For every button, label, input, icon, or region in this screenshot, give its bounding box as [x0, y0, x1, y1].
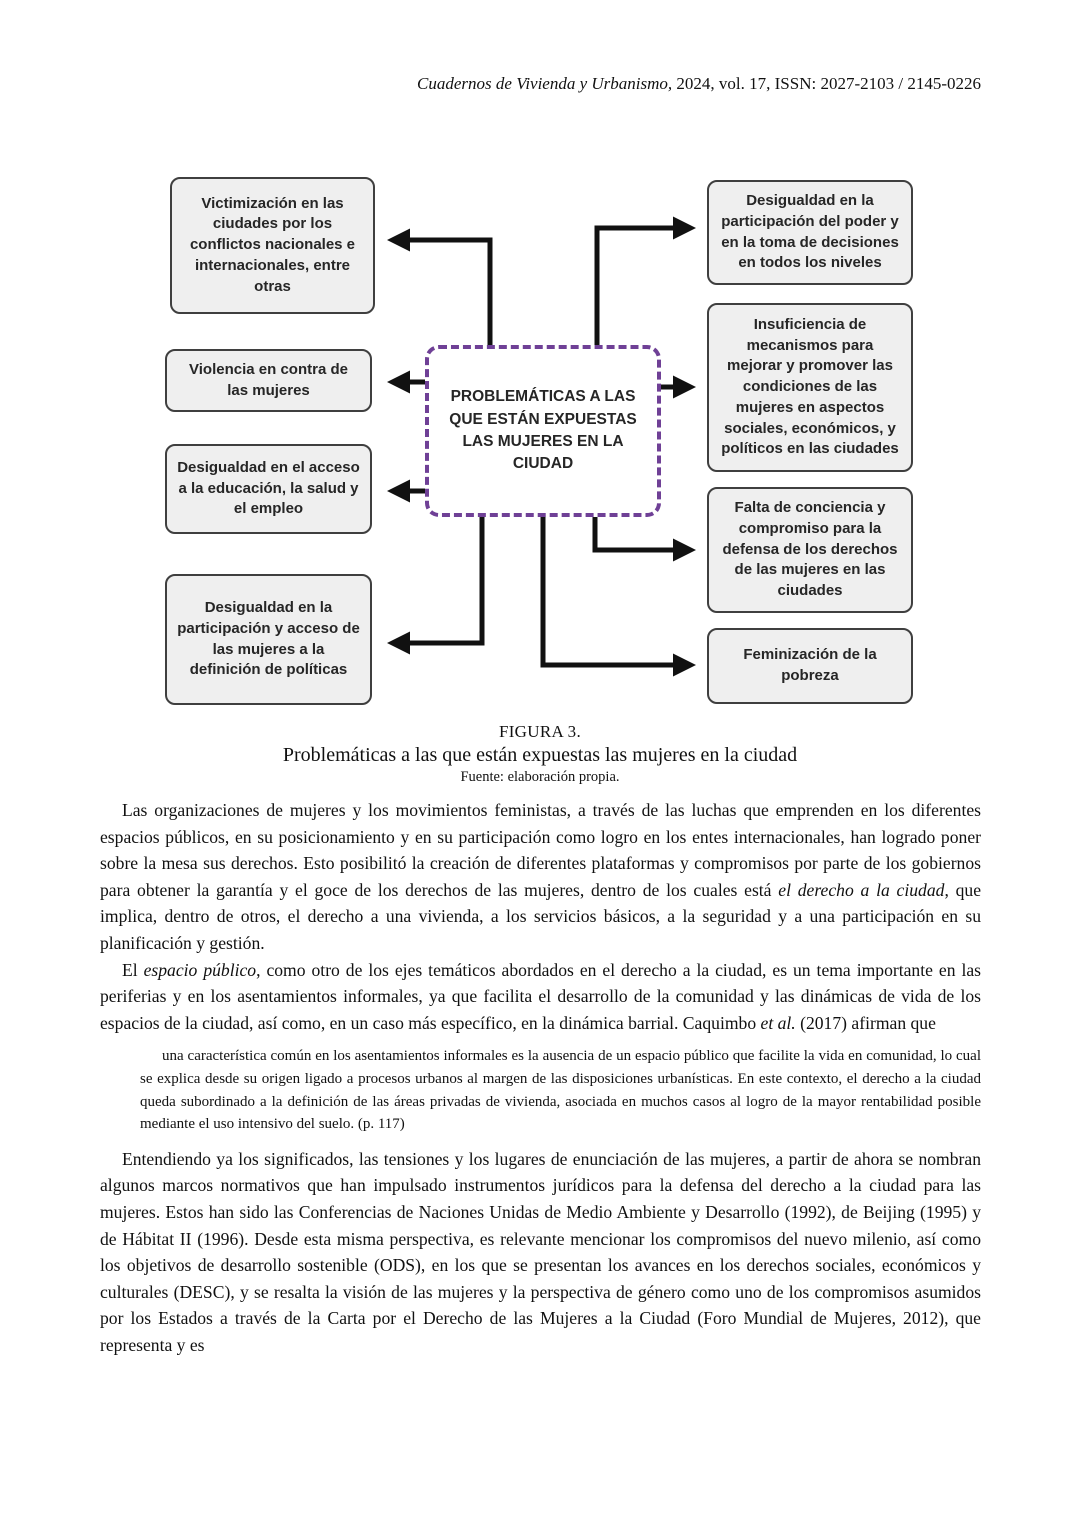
- arrow-center-to-falta-conciencia: [592, 516, 697, 562]
- arrow-center-to-feminizacion: [540, 516, 697, 677]
- diagram-box-label: Desigualdad en la participación y acceso…: [177, 599, 360, 679]
- diagram-center-box: PROBLEMÁTICAS A LAS QUE ESTÁN EXPUESTAS …: [425, 345, 661, 517]
- journal-header: Cuadernos de Vivienda y Urbanismo, 2024,…: [417, 74, 981, 94]
- diagram-box-label: Insuficiencia de mecanismos para mejorar…: [721, 316, 899, 458]
- paragraph-3: Entendiendo ya los significados, las ten…: [100, 1148, 981, 1355]
- diagram-box-label: Violencia en contra de las mujeres: [189, 360, 348, 399]
- paragraph-2-text-3: (2017) afirman que: [795, 1012, 936, 1033]
- diagram-box-label: Falta de conciencia y compromiso para la…: [722, 499, 898, 600]
- paragraph-1: Las organizaciones de mujeres y los movi…: [100, 797, 981, 957]
- diagram-box-participacion-poder: Desigualdad en la participación del pode…: [707, 180, 913, 285]
- article-body: Las organizaciones de mujeres y los movi…: [100, 797, 981, 1358]
- diagram-box-label: Desigualdad en el acceso a la educación,…: [177, 458, 360, 518]
- paragraph-1-italic: el derecho a la ciudad: [778, 879, 945, 900]
- diagram-box-label: Victimización en las ciudades por los co…: [189, 194, 356, 295]
- paragraph-2-text-2: , como otro de los ejes temáticos aborda…: [100, 959, 981, 1033]
- paragraph-2: El espacio público, como otro de los eje…: [100, 957, 981, 1037]
- diagram-box-label: Feminización de la pobreza: [743, 646, 877, 684]
- diagram-box-victimizacion: Victimización en las ciudades por los co…: [170, 177, 375, 314]
- arrow-center-to-poder: [594, 216, 697, 347]
- figure-caption: FIGURA 3. Problemáticas a las que están …: [0, 722, 1080, 786]
- paragraph-1-text: Las organizaciones de mujeres y los movi…: [100, 800, 981, 900]
- diagram-box-acceso-educacion: Desigualdad en el acceso a la educación,…: [165, 444, 372, 534]
- paragraph-2-italic-2: et al.: [760, 1012, 796, 1033]
- paragraph-2-text: El: [122, 959, 144, 980]
- figure-title: Problemáticas a las que están expuestas …: [282, 744, 798, 766]
- figure-label: FIGURA 3.: [498, 722, 582, 741]
- block-quote: una característica común en los asentami…: [140, 1048, 981, 1133]
- diagram-box-feminizacion-pobreza: Feminización de la pobreza: [707, 628, 913, 704]
- journal-title: Cuadernos de Vivienda y Urbanismo,: [417, 74, 673, 93]
- journal-issue-info: 2024, vol. 17, ISSN: 2027-2103 / 2145-02…: [672, 74, 981, 93]
- diagram-box-participacion-politicas: Desigualdad en la participación y acceso…: [165, 574, 372, 705]
- arrow-center-to-participacion: [386, 516, 485, 655]
- figure-source: Fuente: elaboración propia.: [460, 769, 620, 785]
- diagram-center-label: PROBLEMÁTICAS A LAS QUE ESTÁN EXPUESTAS …: [449, 388, 637, 473]
- paragraph-1-text-2: , que implica, dentro de otros, el derec…: [100, 879, 982, 953]
- diagram-box-violencia: Violencia en contra de las mujeres: [165, 349, 372, 412]
- diagram-box-falta-conciencia: Falta de conciencia y compromiso para la…: [707, 487, 913, 613]
- arrow-center-to-victimizacion: [386, 228, 493, 347]
- diagram-box-label: Desigualdad en la participación del pode…: [721, 192, 899, 272]
- diagram-box-insuficiencia-mecanismos: Insuficiencia de mecanismos para mejorar…: [707, 303, 913, 472]
- paragraph-2-italic: espacio público: [143, 959, 257, 980]
- figure-3-diagram: Victimización en las ciudades por los co…: [0, 0, 1080, 720]
